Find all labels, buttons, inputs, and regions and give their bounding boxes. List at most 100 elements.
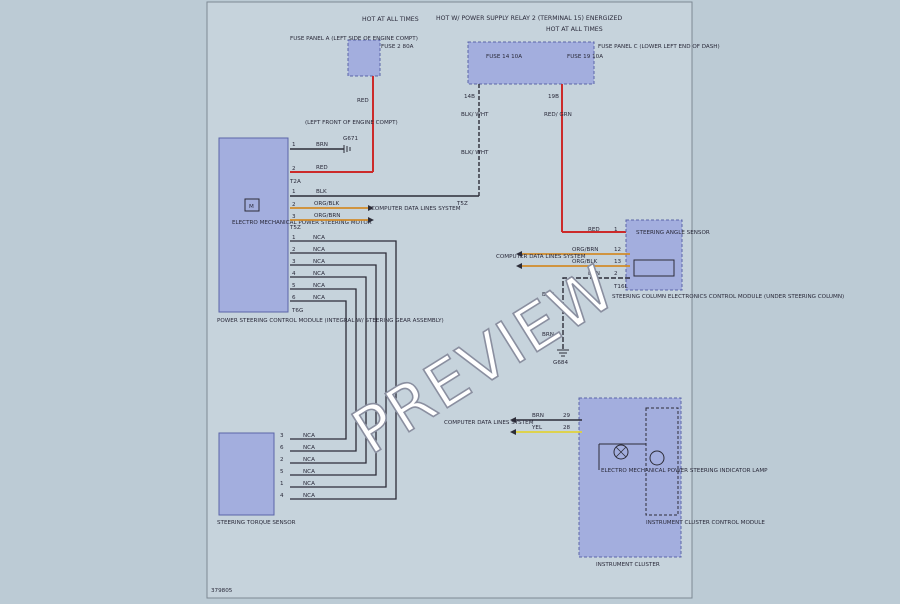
nca-label-5: NCA <box>313 283 325 289</box>
indicator-lamp-symbol <box>613 444 629 460</box>
connector-t6g: T6G <box>291 308 303 314</box>
nca-pin-3: 3 <box>292 259 296 265</box>
nca-label-4: NCA <box>313 271 325 277</box>
pin-14b: 14B <box>464 94 475 100</box>
torque-pin-3: 3 <box>280 433 284 439</box>
ps-module-label: POWER STEERING CONTROL MODULE (INTEGRAL … <box>217 318 444 324</box>
computer-data-right: COMPUTER DATA LINES SYSTEM <box>496 254 586 260</box>
cluster-module-label: INSTRUMENT CLUSTER CONTROL MODULE <box>646 520 765 526</box>
fuse-panel-c-label: FUSE PANEL C (LOWER LEFT END OF DASH) <box>598 44 720 50</box>
wire-yel-28-label: YEL <box>531 425 543 431</box>
pin-19b: 19B <box>548 94 559 100</box>
wire-blk-wht-label-2: BLK/ WHT <box>461 150 489 156</box>
connector-t2a: T2A <box>289 179 301 185</box>
ground-right-label: G684 <box>553 360 568 366</box>
fuse-panel-a-box <box>347 39 381 77</box>
wire-brn-right-label: BRN <box>588 271 600 277</box>
wire-red-right-label: RED <box>588 227 600 233</box>
torque-pin-6: 6 <box>280 445 284 451</box>
pin-13: 13 <box>614 259 622 265</box>
indicator-lamp-cross <box>615 446 627 458</box>
wire-brn-vert-label: BRN <box>542 292 554 298</box>
wire-red-label-2: RED <box>316 165 328 171</box>
fuse14-label: FUSE 14 10A <box>486 54 522 60</box>
hot-right-label: HOT AT ALL TIMES <box>546 26 603 33</box>
pin-2-red: 2 <box>292 166 296 172</box>
torque-nca-6: NCA <box>303 493 315 499</box>
torque-sensor-box <box>218 432 275 516</box>
nca-pin-5: 5 <box>292 283 296 289</box>
nca-pin-1: 1 <box>292 235 296 241</box>
ground-left-loc: (LEFT FRONT OF ENGINE COMPT) <box>305 120 398 126</box>
wire-brn-vert-label-2: BRN <box>542 332 554 338</box>
nca-label-2: NCA <box>313 247 325 253</box>
torque-nca-4: NCA <box>303 469 315 475</box>
wire-blk-label: BLK <box>316 189 327 195</box>
torque-nca-2: NCA <box>303 445 315 451</box>
wire-brn-29-label: BRN <box>532 413 544 419</box>
angle-sensor-box <box>625 219 683 291</box>
torque-pin-1: 1 <box>280 481 284 487</box>
wire-blk-wht-label: BLK/ WHT <box>461 112 489 118</box>
motor-symbol-box <box>244 198 260 212</box>
connector-t5z: T5Z <box>456 201 468 207</box>
torque-nca-3: NCA <box>303 457 315 463</box>
nca-label-3: NCA <box>313 259 325 265</box>
pin-28: 28 <box>563 425 571 431</box>
data-arrows-right <box>516 251 522 269</box>
hot-left-label: HOT AT ALL TIMES <box>362 16 419 23</box>
wire-brn-label: BRN <box>316 142 328 148</box>
wire-org-13-label: ORG/BLK <box>572 259 597 265</box>
torque-nca-5: NCA <box>303 481 315 487</box>
pin-12: 12 <box>614 247 621 253</box>
wire-brn-g684 <box>562 277 630 350</box>
nca-label-1: NCA <box>313 235 325 241</box>
torque-pin-5: 5 <box>280 469 284 475</box>
data-arrows-cluster <box>510 417 516 435</box>
connector-t16l: T16L <box>613 284 629 290</box>
wire-org-brn-label: ORG/BRN <box>314 213 340 219</box>
fuse-panel-c-box <box>467 41 595 85</box>
connector-t5z-2: T5Z <box>289 225 301 231</box>
figure-id: 379805 <box>211 588 233 594</box>
fuse-panel-a-label: FUSE PANEL A (LEFT SIDE OF ENGINE COMPT) <box>290 36 418 42</box>
wire-org-12-label: ORG/BRN <box>572 247 598 253</box>
indicator-lamp-label: ELECTRO MECHANICAL POWER STEERING INDICA… <box>601 468 768 474</box>
computer-data-left: COMPUTER DATA LINES SYSTEM <box>371 206 461 212</box>
lamp-circuit <box>598 443 646 470</box>
nca-pin-6: 6 <box>292 295 296 301</box>
wire-org-blk-label: ORG/BLK <box>314 201 339 207</box>
nca-label-6: NCA <box>313 295 325 301</box>
torque-nca-1: NCA <box>303 433 315 439</box>
transistor-symbol <box>649 450 665 466</box>
relay-label: HOT W/ POWER SUPPLY RELAY 2 (TERMINAL 15… <box>436 15 622 22</box>
wire-red-label: RED <box>357 98 369 104</box>
angle-sensor-element <box>633 259 675 277</box>
wire-red-grn-label: RED/ GRN <box>544 112 572 118</box>
nca-wire-bundle <box>290 240 397 500</box>
ground-right-symbol <box>557 349 569 357</box>
instrument-cluster-label: INSTRUMENT CLUSTER <box>596 562 660 568</box>
column-module-label: STEERING COLUMN ELECTRONICS CONTROL MODU… <box>612 294 844 300</box>
pin-1-brn: 1 <box>292 142 296 148</box>
data-arrows-left <box>368 205 374 223</box>
motor-label: ELECTRO MECHANICAL POWER STEERING MOTOR <box>232 220 372 226</box>
nca-pin-2: 2 <box>292 247 296 253</box>
pin-2-brn: 2 <box>614 271 618 277</box>
computer-data-cluster: COMPUTER DATA LINES SYSTEM <box>444 420 534 426</box>
ground-left-symbol <box>343 145 351 153</box>
motor-symbol: M <box>249 204 254 210</box>
nca-pin-4: 4 <box>292 271 296 277</box>
ground-left-label: G671 <box>343 136 358 142</box>
fuse19-label: FUSE 19 10A <box>567 54 603 60</box>
pin-2-org: 2 <box>292 202 296 208</box>
torque-sensor-label: STEERING TORQUE SENSOR <box>217 520 296 526</box>
pin-1-blk: 1 <box>292 189 296 195</box>
torque-pin-4: 4 <box>280 493 284 499</box>
pin-29: 29 <box>563 413 571 419</box>
torque-pin-2: 2 <box>280 457 284 463</box>
fuse-a-label: FUSE 2 80A <box>381 44 414 50</box>
angle-sensor-label: STEERING ANGLE SENSOR <box>636 230 710 236</box>
